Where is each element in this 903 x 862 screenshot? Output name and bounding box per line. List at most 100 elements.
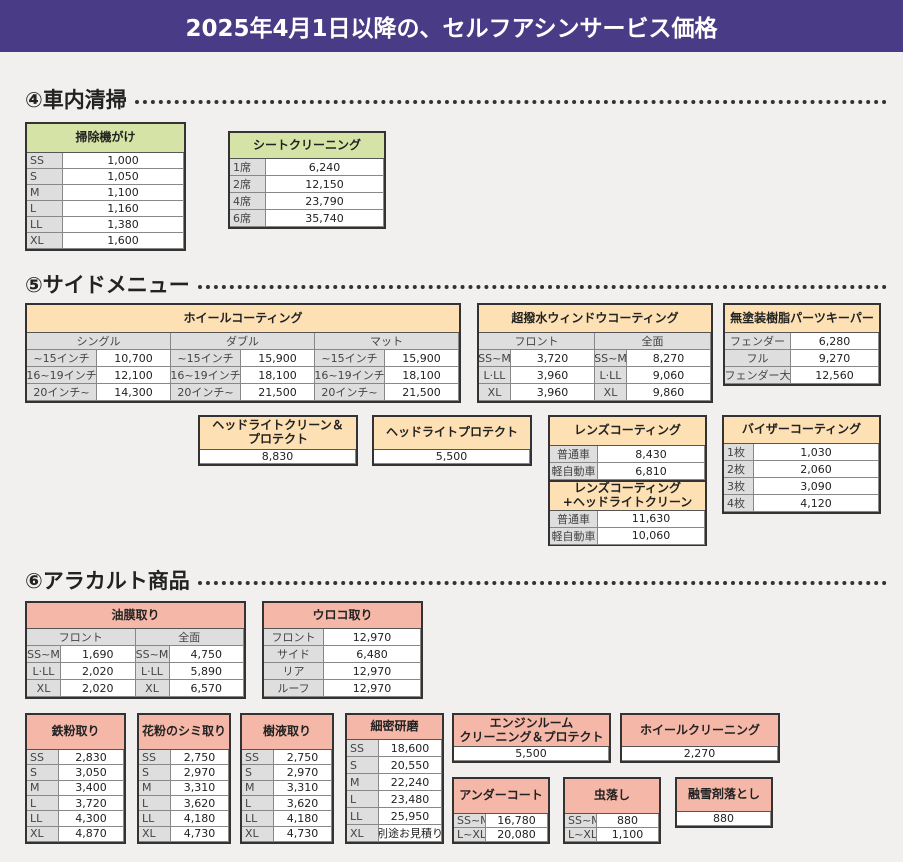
price-value: 4,180 <box>274 811 332 827</box>
column-group-header: マット <box>315 333 459 350</box>
price-value: 1,030 <box>754 444 879 461</box>
table-title: 鉄粉取り <box>27 715 124 750</box>
price-value: 880 <box>597 814 659 828</box>
row-label: 4枚 <box>724 495 754 512</box>
row-label: フェンダー <box>725 333 791 350</box>
column-group-header: 全面 <box>595 333 711 350</box>
page-title: 2025年4月1日以降の、セルフアシンサービス価格 <box>0 0 903 52</box>
section-interior-cleaning: ④車内清掃 <box>25 84 887 114</box>
section-side-menu: ⑤サイドメニュー <box>25 269 887 299</box>
table-title: エンジンルーム クリーニング＆プロテクト <box>454 715 609 747</box>
row-label: SS~M <box>135 646 170 663</box>
section-a-la-carte: ⑥アラカルト商品 <box>25 565 887 595</box>
table-title: 花粉のシミ取り <box>139 715 229 750</box>
row-label: XL <box>135 680 170 697</box>
price-value: 15,900 <box>385 350 459 367</box>
table-title: ヘッドライトクリーン＆ プロテクト <box>200 417 356 450</box>
table-body: 880 <box>677 812 771 826</box>
row-label: LL <box>27 811 59 827</box>
table-body: 8,830 <box>200 450 356 464</box>
table-title: ホイールクリーニング <box>622 715 778 747</box>
row-label: 軽自動車 <box>550 527 598 545</box>
row-label: ~15インチ <box>315 350 385 367</box>
section-heading: ⑤サイドメニュー <box>25 273 190 297</box>
table-body: 5,500 <box>374 450 530 464</box>
price-value: 1,160 <box>63 201 184 217</box>
row-label: L·LL <box>135 663 170 680</box>
price-value: 2,970 <box>171 765 229 781</box>
row-label: L <box>27 795 59 812</box>
price-value: 4,180 <box>171 811 229 827</box>
column-group-header: フロント <box>479 333 595 350</box>
table-title: シートクリーニング <box>230 133 384 159</box>
price-value: 12,970 <box>324 680 421 697</box>
price-value: 4,300 <box>59 811 124 827</box>
price-value: 5,500 <box>454 747 609 761</box>
row-label: S <box>347 757 379 774</box>
row-label: S <box>242 765 274 781</box>
price-value: 1,000 <box>63 153 184 169</box>
row-label: SS~M <box>479 350 511 367</box>
price-value: 12,970 <box>324 663 421 680</box>
row-label: SS~M <box>27 646 61 663</box>
price-value: 9,060 <box>627 367 711 384</box>
row-label: フロント <box>264 629 324 646</box>
price-value: 12,100 <box>97 367 171 384</box>
price-value: 6,480 <box>324 646 421 663</box>
price-value: 1,050 <box>63 169 184 185</box>
row-label: M <box>347 774 379 791</box>
price-value: 4,730 <box>171 826 229 842</box>
table-title: バイザーコーティング <box>724 417 879 444</box>
table-title: ヘッドライトプロテクト <box>374 417 530 450</box>
section-heading: ④車内清掃 <box>25 88 127 112</box>
price-value: 3,310 <box>274 780 332 796</box>
table-title: 油膜取り <box>27 603 244 629</box>
table-title: 掃除機がけ <box>27 124 184 153</box>
row-label: 4席 <box>230 193 266 210</box>
price-value: 3,090 <box>754 478 879 495</box>
price-value: 1,690 <box>61 646 136 663</box>
price-value: 20,080 <box>486 828 548 842</box>
row-label: M <box>27 780 59 796</box>
row-label: LL <box>139 811 171 827</box>
price-value: 6,570 <box>169 680 244 697</box>
price-value: 5,500 <box>374 450 530 464</box>
table-title: 融雪剤落とし <box>677 779 771 812</box>
row-label: M <box>139 780 171 796</box>
row-label: XL <box>595 384 627 401</box>
price-value: 3,720 <box>511 350 595 367</box>
row-label: L <box>139 795 171 812</box>
row-label: 普通車 <box>550 446 598 463</box>
row-label: L <box>242 795 274 812</box>
price-value: 3,620 <box>274 795 332 812</box>
price-value: 3,400 <box>59 780 124 796</box>
price-value: 別途お見積り <box>379 825 442 842</box>
price-value: 35,740 <box>266 210 384 227</box>
price-value: 6,280 <box>791 333 879 350</box>
price-value: 2,830 <box>59 750 124 766</box>
price-value: 6,240 <box>266 159 384 176</box>
row-label: XL <box>27 233 63 249</box>
row-label: L~XL <box>454 828 486 842</box>
price-value: 23,790 <box>266 193 384 210</box>
price-value: 3,620 <box>171 795 229 812</box>
row-label: SS~M <box>595 350 627 367</box>
column-group-header: シングル <box>27 333 171 350</box>
row-label: リア <box>264 663 324 680</box>
row-label: 16~19インチ <box>315 367 385 384</box>
